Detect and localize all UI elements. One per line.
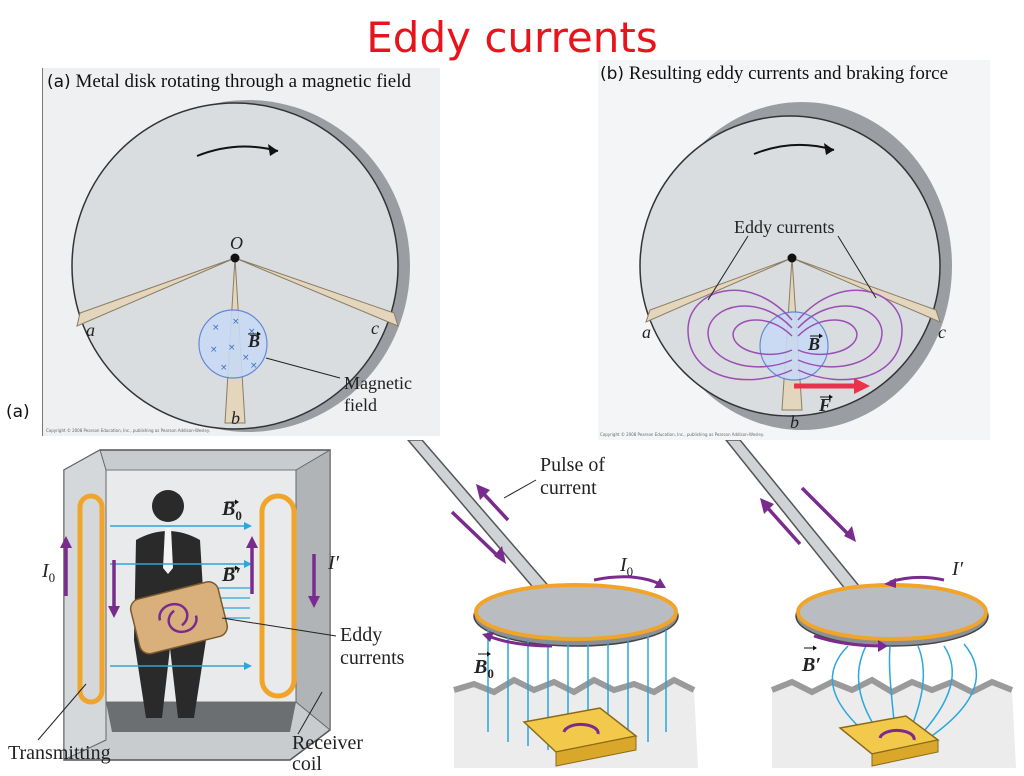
- label-c: c: [371, 318, 379, 338]
- eddy-current-disk-diagram: [598, 60, 990, 440]
- svg-text:×: ×: [228, 343, 236, 353]
- sector-b-a: [645, 257, 793, 323]
- callout-field: field: [344, 395, 377, 415]
- panel-a-copyright: Copyright © 2008 Pearson Education, Inc.…: [46, 428, 210, 433]
- receiver-label-line2: coil: [292, 753, 322, 775]
- current-arrows: [64, 544, 316, 610]
- panel-b-tag: (b): [600, 64, 625, 84]
- svg-text:×: ×: [210, 345, 218, 355]
- sector-c: [234, 257, 399, 327]
- eddy-label-line2: currents: [340, 647, 405, 669]
- svg-text:×: ×: [248, 327, 256, 337]
- panel-b-heading: (b) Resulting eddy currents and braking …: [600, 63, 948, 85]
- label-b: b: [231, 408, 240, 428]
- eddy-label-line1: Eddy: [340, 624, 383, 646]
- pivot-point-b: [787, 253, 797, 263]
- walkthrough-detector-figure: B0 B′ I0 I′ Eddy currents Transmitting R…: [0, 440, 430, 775]
- coil-current-iprime: [889, 575, 945, 584]
- iprime-label: I′: [328, 552, 340, 574]
- detector-shaft-left: [407, 440, 554, 600]
- eddy-currents-label: Eddy currents: [734, 217, 835, 237]
- detector-bprime-label: B′: [802, 654, 821, 676]
- detector-shaft-right: [725, 440, 866, 602]
- eddy-current-loops: [687, 289, 903, 381]
- coil-current-i0: [593, 575, 661, 586]
- field-vector-label: B: [248, 331, 261, 351]
- panel-b-figure: (b) Resulting eddy currents and braking …: [598, 60, 990, 440]
- bprime-label: B′: [222, 564, 241, 586]
- sector-b-c: [791, 257, 941, 323]
- briefcase: [129, 581, 229, 655]
- receiver-coil: [259, 493, 297, 699]
- magnetic-field-region-b: [759, 311, 829, 381]
- pulse-label-line2: current: [540, 477, 597, 499]
- magnetic-field-region: [198, 309, 268, 379]
- detector-b0-label: B0: [474, 656, 494, 681]
- disk-b-face: [639, 115, 941, 417]
- panel-b-heading-text: Resulting eddy currents and braking forc…: [628, 63, 949, 84]
- force-vector-label: F: [819, 395, 832, 415]
- walkthrough-detector-diagram: [37, 449, 337, 761]
- svg-text:×: ×: [212, 323, 220, 333]
- label-b-c: c: [938, 322, 946, 342]
- slide-title: Eddy currents: [366, 13, 658, 62]
- label-b-a: a: [642, 322, 651, 342]
- detector-current-arrows: [450, 486, 852, 560]
- detector-i0-label: I0: [620, 554, 634, 579]
- panel-b-copyright: Copyright © 2008 Pearson Education, Inc.…: [600, 432, 764, 437]
- panel-a-tag: (a): [47, 72, 71, 92]
- panel-a-figure: ××× ××× ×× (a) Metal disk rotating throu…: [42, 68, 440, 436]
- detector-iprime-label: I′: [952, 558, 964, 580]
- field-vector-label-b: B: [808, 334, 821, 354]
- i0-label: I0: [42, 560, 56, 585]
- svg-text:×: ×: [242, 353, 250, 363]
- panel-a-heading: (a) Metal disk rotating through a magnet…: [47, 71, 411, 93]
- pulse-label-line1: Pulse of: [540, 454, 605, 476]
- transmitting-label: Transmitting: [8, 742, 111, 764]
- label-a: a: [86, 320, 95, 340]
- callout-magnetic: Magnetic: [344, 373, 412, 393]
- label-b-b: b: [790, 412, 799, 432]
- pivot-point: [230, 253, 240, 263]
- sector-a: [76, 257, 236, 327]
- svg-text:×: ×: [232, 317, 240, 327]
- rotating-disk-diagram: ××× ××× ××: [42, 68, 440, 436]
- b0-label: B0: [222, 498, 242, 523]
- panel-a-heading-text: Metal disk rotating through a magnetic f…: [75, 71, 412, 92]
- transmitting-coil: [77, 493, 105, 705]
- svg-text:×: ×: [250, 361, 258, 371]
- lower-side-label: (a): [6, 402, 30, 422]
- receiver-label-line1: Receiver: [292, 732, 364, 754]
- label-o: O: [230, 233, 243, 253]
- field-lines-b0: [110, 525, 250, 667]
- svg-text:×: ×: [220, 363, 228, 373]
- metal-detector-diagram: [407, 440, 1016, 768]
- metal-detector-figure: Pulse of current I0 B0 I′ B′: [404, 440, 1024, 768]
